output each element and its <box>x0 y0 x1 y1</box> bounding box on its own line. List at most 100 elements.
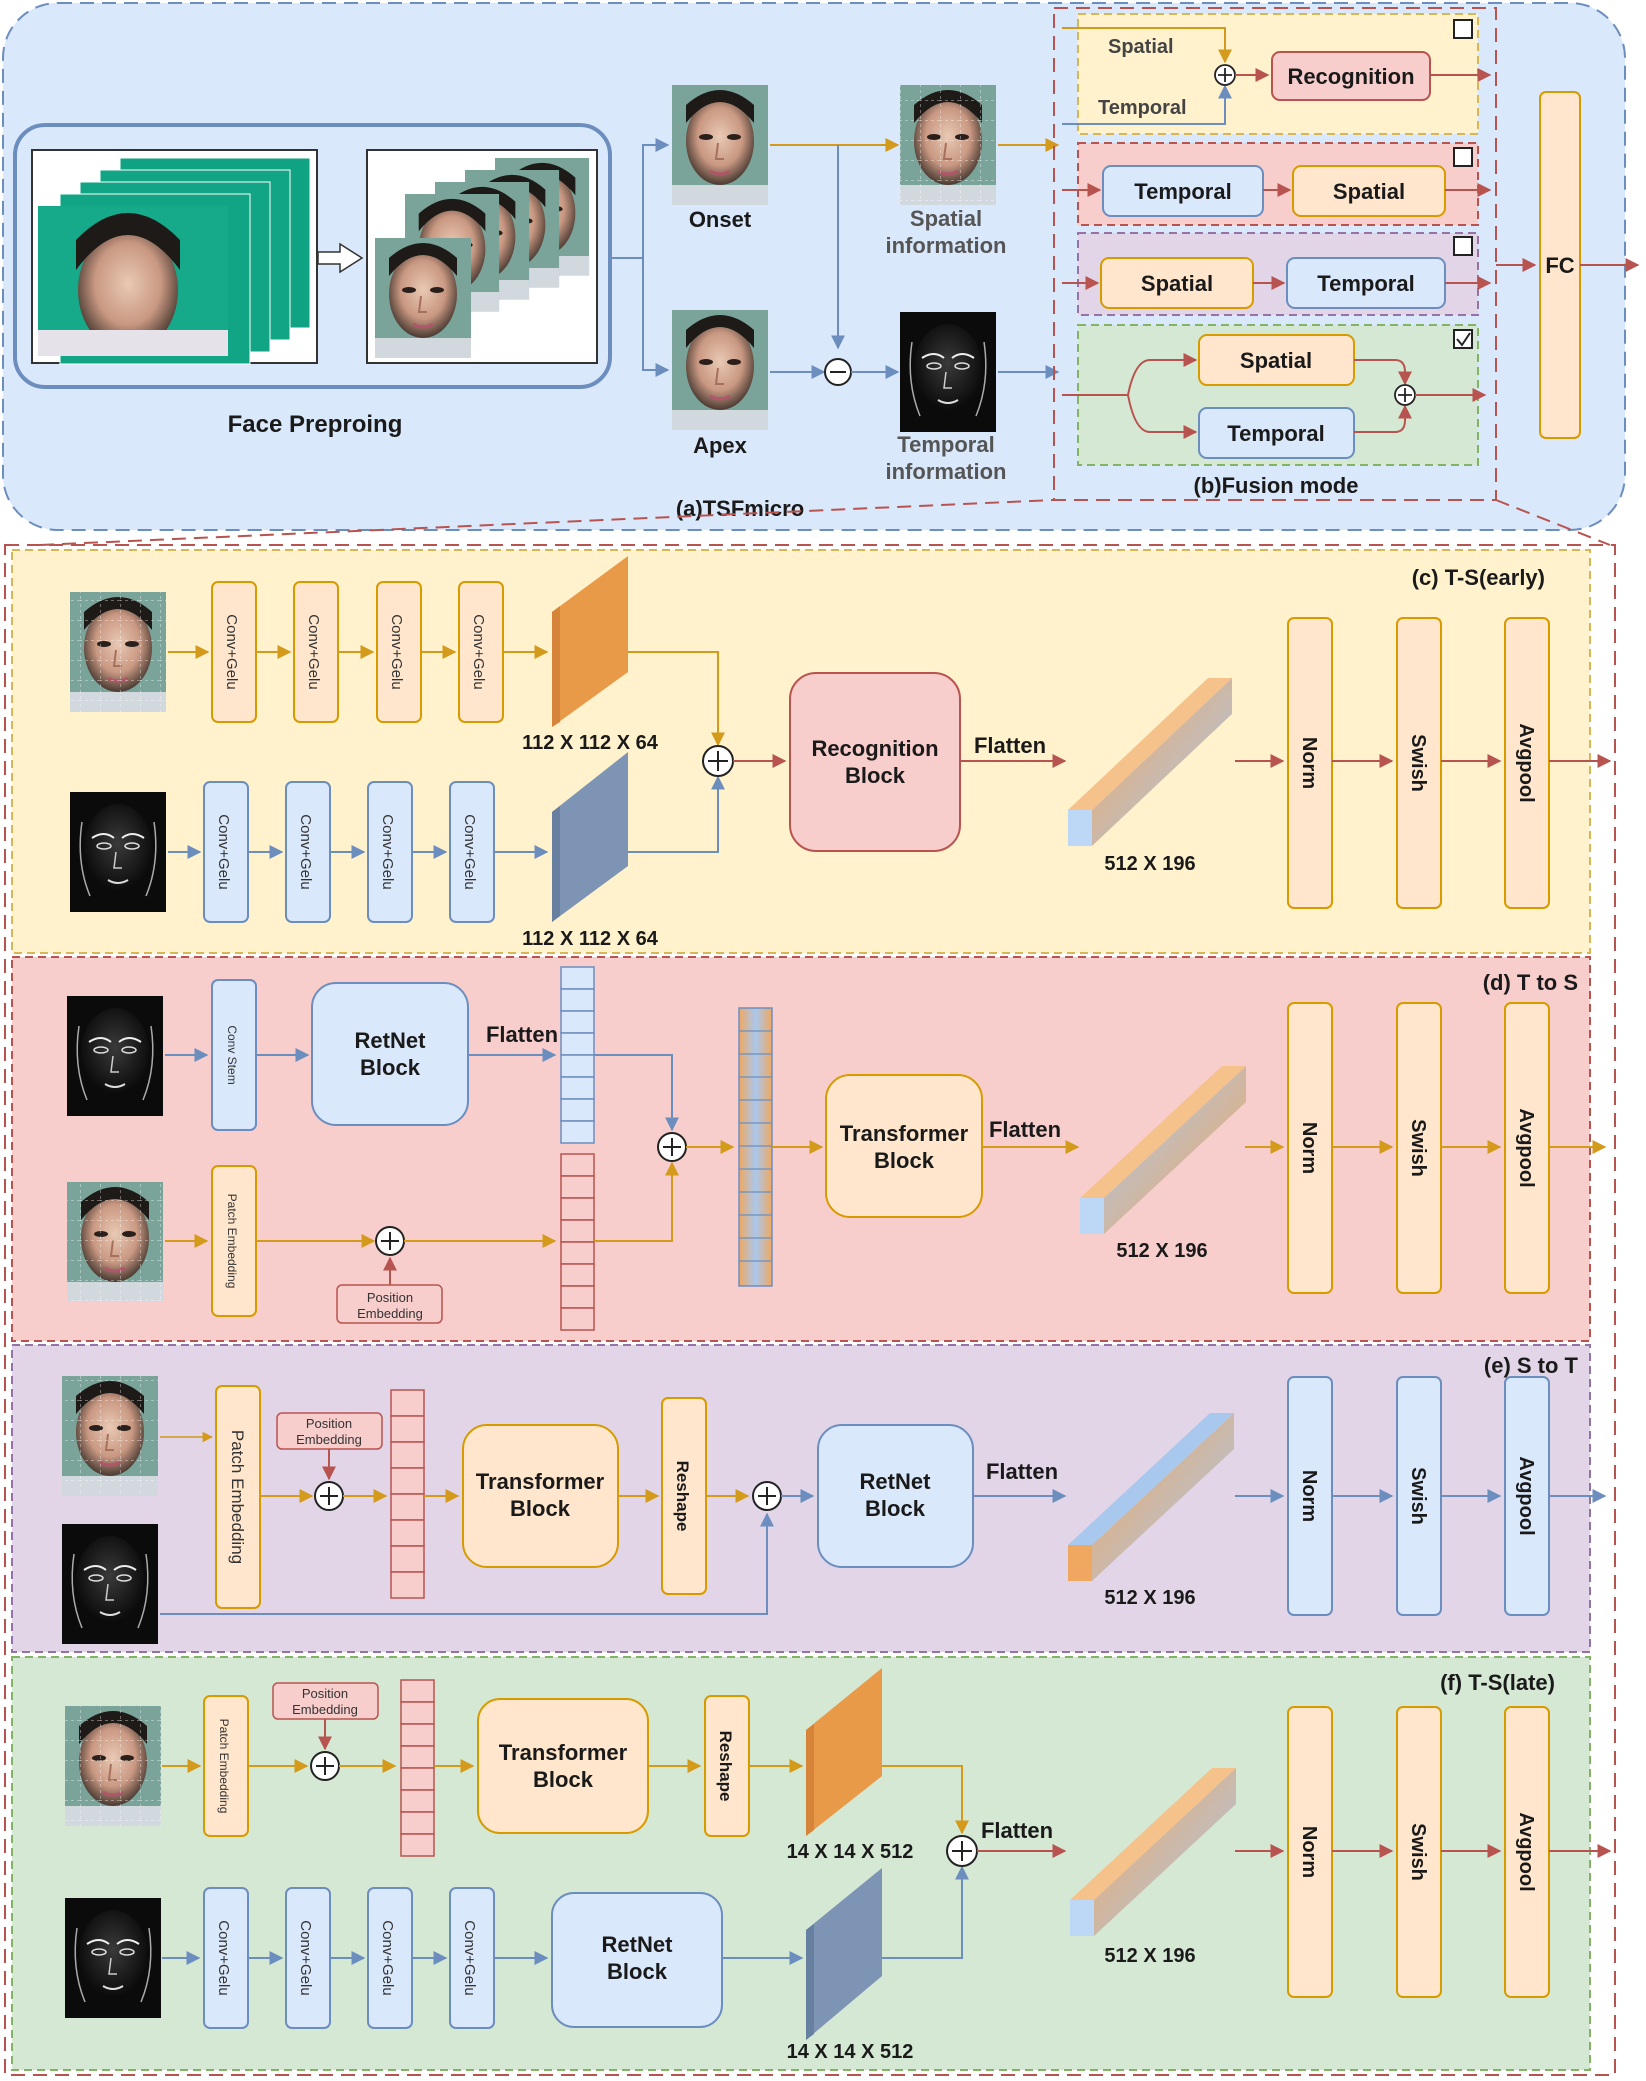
panel-d-pos-line1: Position <box>367 1290 413 1305</box>
panel-c-swish <box>1396 617 1442 909</box>
checkbox-row2[interactable] <box>1453 147 1473 167</box>
panel-c-temporal-image <box>69 791 167 913</box>
temporal-info-line1: Temporal <box>897 432 994 457</box>
panel-e-transformer-line1: Transformer <box>476 1469 605 1494</box>
panel-f-add-operator <box>946 1835 978 1867</box>
svg-text:Conv+Gelu: Conv+Gelu <box>379 814 396 889</box>
svg-text:Conv+Gelu: Conv+Gelu <box>461 1920 478 1995</box>
checkbox-row3[interactable] <box>1453 236 1473 256</box>
svg-text:Conv+Gelu: Conv+Gelu <box>305 614 322 689</box>
panel-d-avgpool-label: Avgpool <box>1515 1108 1537 1187</box>
panel-d-retnet-line2: Block <box>360 1055 421 1080</box>
panel-f-tokens <box>400 1679 435 1857</box>
panel-e-norm-label: Norm <box>1298 1470 1320 1522</box>
panel-c-spatial-image <box>68 590 168 714</box>
panel-d-swish-label: Swish <box>1407 1119 1429 1177</box>
svg-text:Conv+Gelu: Conv+Gelu <box>470 614 487 689</box>
recognition-label-b: Recognition <box>1287 64 1414 89</box>
fusion-mode-region <box>1053 7 1497 501</box>
checkbox-row1[interactable] <box>1453 19 1473 39</box>
svg-text:Conv+Gelu: Conv+Gelu <box>379 1920 396 1995</box>
panel-e-transformer-line2: Block <box>510 1496 571 1521</box>
panel-e-reshape-label: Reshape <box>673 1461 692 1532</box>
panel-d-conv-stem-label: Conv Stem <box>225 1025 239 1084</box>
checkbox-row4-checked[interactable] <box>1453 329 1473 349</box>
panel-d-concatenated-tokens <box>738 1007 773 1287</box>
temporal-information-image <box>899 311 997 433</box>
panel-c-swish-label: Swish <box>1407 734 1429 792</box>
panel-e-title: (e) S to T <box>1484 1353 1579 1378</box>
panel-d-norm-label: Norm <box>1298 1122 1320 1174</box>
panel-f-retnet-block <box>551 1892 723 2028</box>
panel-c-conv-stack-temporal: Conv+Gelu Conv+Gelu Conv+Gelu Conv+Gelu <box>168 781 549 923</box>
panel-c-conv-stack-spatial: Conv+Gelu Conv+Gelu Conv+Gelu Conv+Gelu <box>168 581 549 723</box>
panel-d-patch-embedding-label: Patch Embedding <box>225 1194 239 1289</box>
panel-d-add-position <box>375 1226 405 1256</box>
panel-e-tokens <box>390 1389 425 1599</box>
panel-f-feature-map-temporal <box>806 1868 882 2040</box>
panel-c-norm <box>1287 617 1333 909</box>
panel-d-retnet-block <box>311 982 469 1126</box>
panel-f-transformer-line1: Transformer <box>499 1740 628 1765</box>
panel-d-out-dims: 512 X 196 <box>1116 1240 1207 1262</box>
panel-f-transformer-line2: Block <box>533 1767 594 1792</box>
panel-f-norm-label: Norm <box>1298 1826 1320 1878</box>
panel-c-recognition-line1: Recognition <box>811 736 938 761</box>
panel-e-out-dims: 512 X 196 <box>1104 1587 1195 1609</box>
panel-e-avgpool-label: Avgpool <box>1515 1456 1537 1535</box>
panel-f-flattened-vector <box>1070 1768 1236 1936</box>
fusion-row3-spatial-label: Spatial <box>1141 271 1213 296</box>
panel-f-flatten: Flatten <box>981 1818 1053 1843</box>
panel-c-top-dims: 112 X 112 X 64 <box>522 732 659 754</box>
panel-f-add-position <box>310 1751 340 1781</box>
svg-text:Conv+Gelu: Conv+Gelu <box>388 614 405 689</box>
panel-f-pos-line1: Position <box>302 1686 348 1701</box>
panel-f-pos-line2: Embedding <box>292 1702 358 1717</box>
fusion-row3-temporal-label: Temporal <box>1317 271 1414 296</box>
panel-c-out-dims: 512 X 196 <box>1104 853 1195 875</box>
panel-d-flatten1: Flatten <box>486 1022 558 1047</box>
panel-f-patch-embedding-label: Patch Embedding <box>217 1719 231 1814</box>
fusion-row1-temporal-label: Temporal <box>1098 97 1187 119</box>
panel-d-flattened-vector <box>1080 1066 1246 1234</box>
panel-d-pos-line2: Embedding <box>357 1306 423 1321</box>
face-preprocessing-label: Face Preproing <box>228 411 403 438</box>
panel-c-flatten: Flatten <box>974 733 1046 758</box>
subtract-operator <box>824 358 852 386</box>
temporal-info-line2: information <box>886 459 1007 484</box>
detail-panels-frame <box>4 544 1616 2076</box>
panel-f-feature-map-spatial <box>806 1668 882 1836</box>
svg-text:Conv+Gelu: Conv+Gelu <box>215 1920 232 1995</box>
panel-d-transformer-block <box>825 1074 983 1218</box>
fusion-row2-spatial-label: Spatial <box>1333 179 1405 204</box>
svg-text:Conv+Gelu: Conv+Gelu <box>223 614 240 689</box>
panel-d-temporal-image <box>66 995 164 1117</box>
panel-f-bottom-dims: 14 X 14 X 512 <box>787 2041 914 2063</box>
raw-video-frames <box>38 157 311 365</box>
add-operator-row4 <box>1394 384 1416 406</box>
fc-label: FC <box>1545 253 1574 278</box>
panel-e-spatial-image <box>60 1374 160 1498</box>
panel-c-add-operator <box>702 745 734 777</box>
panel-e-patch-embedding-label: Patch Embedding <box>228 1430 247 1564</box>
fusion-row1-spatial-label: Spatial <box>1108 36 1174 58</box>
spatial-information-image <box>898 83 998 207</box>
panel-d-title: (d) T to S <box>1483 970 1578 995</box>
panel-a-title: (a)TSFmicro <box>676 496 804 521</box>
svg-text:Conv+Gelu: Conv+Gelu <box>215 814 232 889</box>
fusion-row4-temporal-label: Temporal <box>1227 421 1324 446</box>
fusion-mode-title: (b)Fusion mode <box>1194 473 1359 498</box>
arrow-raw-to-cropped <box>317 242 364 274</box>
apex-label: Apex <box>693 433 748 458</box>
panel-d-spatial-tokens <box>560 1153 595 1331</box>
svg-text:Conv+Gelu: Conv+Gelu <box>297 814 314 889</box>
fusion-row4-spatial-label: Spatial <box>1240 348 1312 373</box>
panel-e-temporal-image <box>61 1523 159 1645</box>
panel-f-out-dims: 512 X 196 <box>1104 1945 1195 1967</box>
panel-c-flattened-vector <box>1068 678 1232 846</box>
panel-c-recognition-block <box>789 672 961 852</box>
panel-f-conv-stack-temporal: Conv+Gelu Conv+Gelu Conv+Gelu Conv+Gelu <box>162 1887 549 2029</box>
panel-c-avgpool <box>1504 617 1550 909</box>
onset-face-image <box>670 83 770 207</box>
